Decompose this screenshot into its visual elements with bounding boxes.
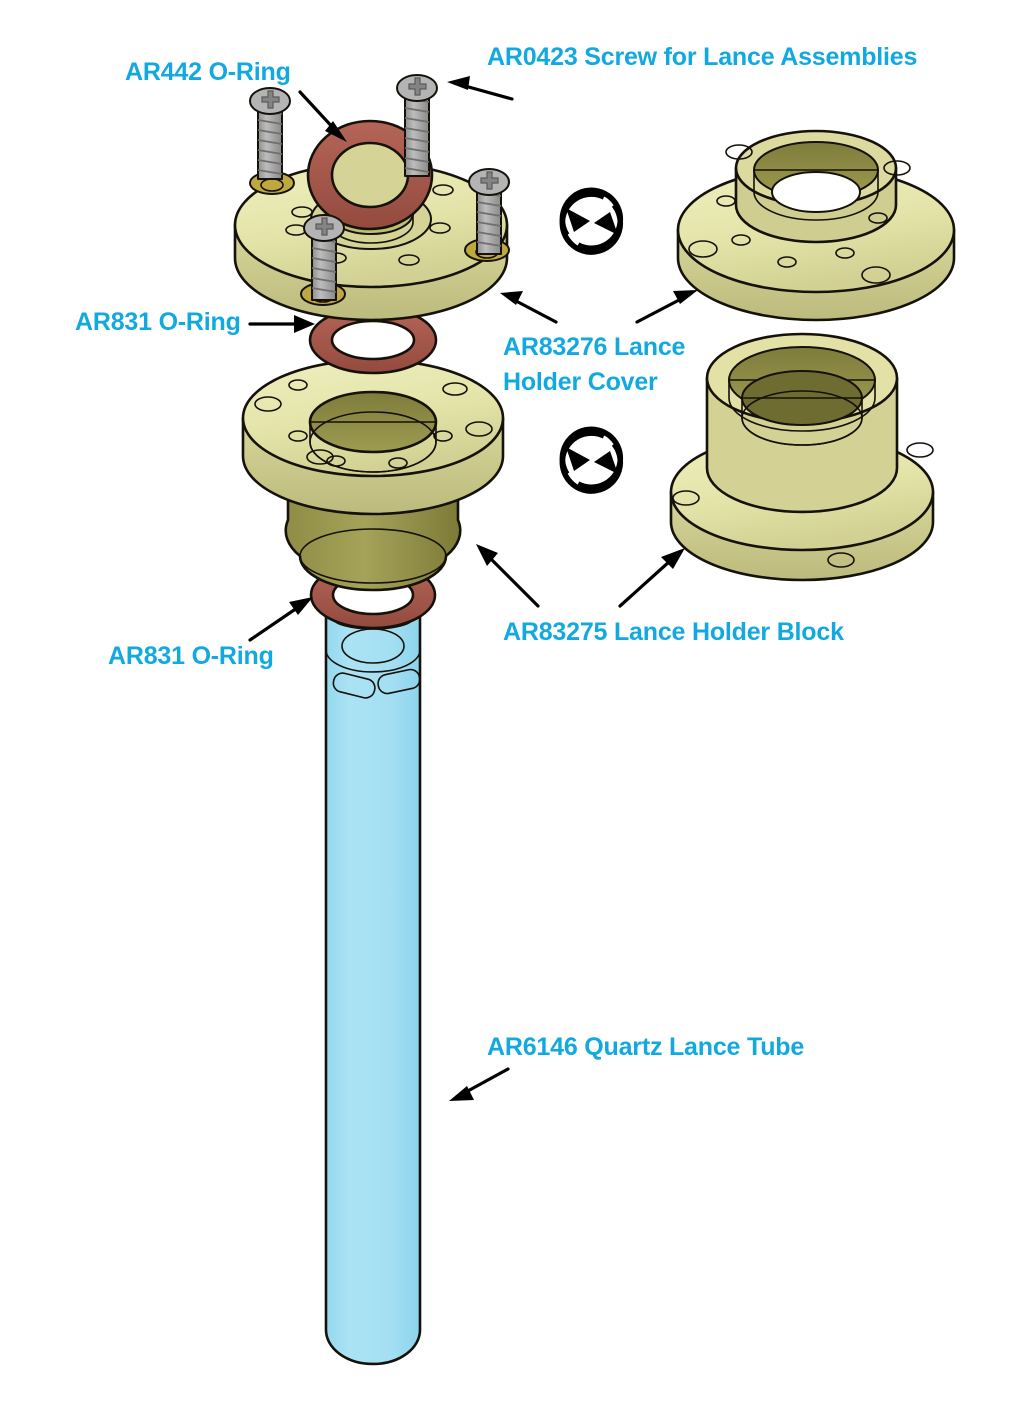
cover-flipped-hole-4 (861, 266, 891, 284)
callout-ar6146-tube[interactable]: AR6146 Quartz Lance Tube (487, 1033, 805, 1061)
cover-flipped-hole-9 (868, 212, 888, 224)
oring-upper-inner (330, 319, 416, 361)
block-hole-small-4 (388, 457, 408, 469)
cover-flipped-hole-7 (777, 256, 797, 268)
callout-ar83276-cover-line1[interactable]: AR83276 Lance (503, 333, 686, 361)
cover-hole-6 (398, 254, 420, 266)
callout-ar831-oring-upper[interactable]: AR831 O-Ring (75, 308, 241, 336)
block-hole-small-2 (288, 430, 308, 442)
block-hole-large-1 (254, 396, 282, 412)
cover-flipped-through-hole (771, 171, 861, 213)
screw-2 (396, 74, 438, 177)
cover-flipped-hole-2 (883, 160, 911, 176)
part-screws-ar0423[interactable] (249, 74, 510, 301)
screw-3 (468, 168, 510, 255)
block-bore-deep (309, 411, 437, 473)
block-hole-small-1 (288, 379, 308, 391)
part-quartz-lance-tube[interactable] (324, 594, 422, 1366)
leader-lines (248, 76, 698, 1101)
tube-highlight-right (377, 668, 421, 695)
screw-4 (303, 214, 345, 301)
cover-hole-5 (429, 222, 451, 234)
block-flipped-hole-3 (827, 552, 855, 568)
block-hole-large-4 (442, 382, 468, 396)
block-flipped-bore-wall-1 (728, 379, 876, 432)
part-lance-holder-block-assembled[interactable] (241, 358, 505, 592)
block-hole-small-3 (326, 455, 346, 467)
oring-442-inner (330, 141, 410, 209)
rotate-icon-block (559, 426, 624, 494)
rotate-icon-cover (559, 187, 624, 255)
block-boss-bottom (299, 528, 447, 584)
block-lower-boss (284, 485, 462, 592)
cover-flipped-hole-1 (725, 144, 753, 160)
cover-flipped-bore-wall (753, 169, 879, 221)
callout-ar831-oring-lower[interactable]: AR831 O-Ring (108, 642, 274, 670)
callout-ar442-oring[interactable]: AR442 O-Ring (125, 58, 291, 86)
part-oring-ar442[interactable] (306, 119, 434, 231)
callout-ar0423-screw[interactable]: AR0423 Screw for Lance Assemblies (487, 43, 917, 71)
cover-flipped-hole-5 (716, 195, 736, 207)
callout-ar83276-cover-line2[interactable]: Holder Cover (503, 368, 658, 396)
cover-hole-4 (432, 184, 454, 196)
tube-highlight-left (332, 672, 376, 699)
cover-flipped-hole-8 (835, 247, 855, 259)
block-flipped-bore-deep (741, 390, 863, 446)
tube-shoulder-line (325, 649, 421, 673)
block-hole-small-5 (433, 430, 453, 442)
block-hole-large-2 (465, 421, 493, 437)
screw-1 (249, 87, 291, 180)
block-flipped-hole-2 (906, 442, 934, 458)
part-lance-holder-cover-flipped[interactable] (676, 129, 956, 322)
callout-ar83275-block[interactable]: AR83275 Lance Holder Block (503, 618, 844, 646)
cover-flipped-hole-6 (731, 234, 751, 246)
tube-body (324, 608, 422, 1366)
block-flipped-hole-1 (672, 490, 700, 506)
callout-labels: AR442 O-Ring AR0423 Screw for Lance Asse… (75, 43, 917, 1061)
cover-flipped-hole-3 (688, 240, 718, 258)
part-lance-holder-block-flipped[interactable] (669, 332, 935, 582)
cover-hole-1 (291, 206, 313, 218)
